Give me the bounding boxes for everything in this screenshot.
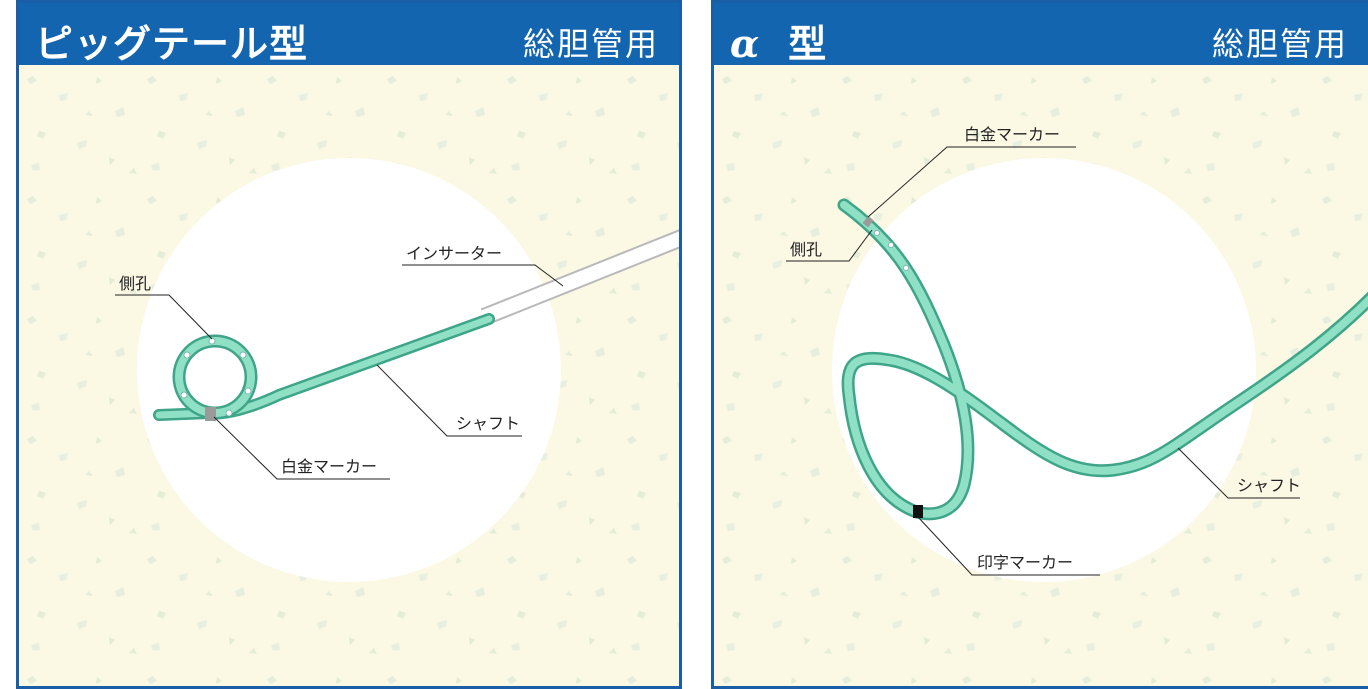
shaft-label: シャフト (456, 414, 520, 433)
panel-header: ピッグテール型 総胆管用 (19, 3, 679, 66)
inserter-label: インサーター (406, 244, 502, 263)
diagram-area: 白金マーカー 側孔 シャフト 印字マーカー (714, 65, 1368, 686)
print-marker-label: 印字マーカー (977, 553, 1073, 572)
side-hole-label: 側孔 (790, 240, 822, 259)
pigtail-stent (153, 313, 495, 421)
panel-title: ピッグテール型 (35, 22, 309, 66)
platinum-marker-label: 白金マーカー (964, 125, 1060, 144)
platinum-marker-band (205, 407, 216, 421)
highlight-circle (832, 158, 1256, 582)
alpha-diagram: 白金マーカー 側孔 シャフト 印字マーカー (714, 65, 1368, 686)
panel-subtitle: 総胆管用 (1211, 25, 1348, 63)
alpha-stent (837, 198, 1368, 521)
shaft-label: シャフト (1237, 476, 1301, 495)
pigtail-diagram: インサーター 側孔 シャフト 白金マーカー (19, 65, 679, 686)
inserter-tube (480, 229, 679, 326)
platinum-marker-label: 白金マーカー (281, 457, 377, 476)
panel-subtitle: 総胆管用 (522, 25, 659, 63)
alpha-symbol: α (730, 21, 761, 66)
side-hole-label: 側孔 (119, 274, 151, 293)
print-marker-band (913, 505, 923, 518)
diagram-area: インサーター 側孔 シャフト 白金マーカー (19, 65, 679, 686)
pigtail-panel: ピッグテール型 総胆管用 (16, 0, 682, 689)
platinum-marker-band (862, 216, 874, 228)
